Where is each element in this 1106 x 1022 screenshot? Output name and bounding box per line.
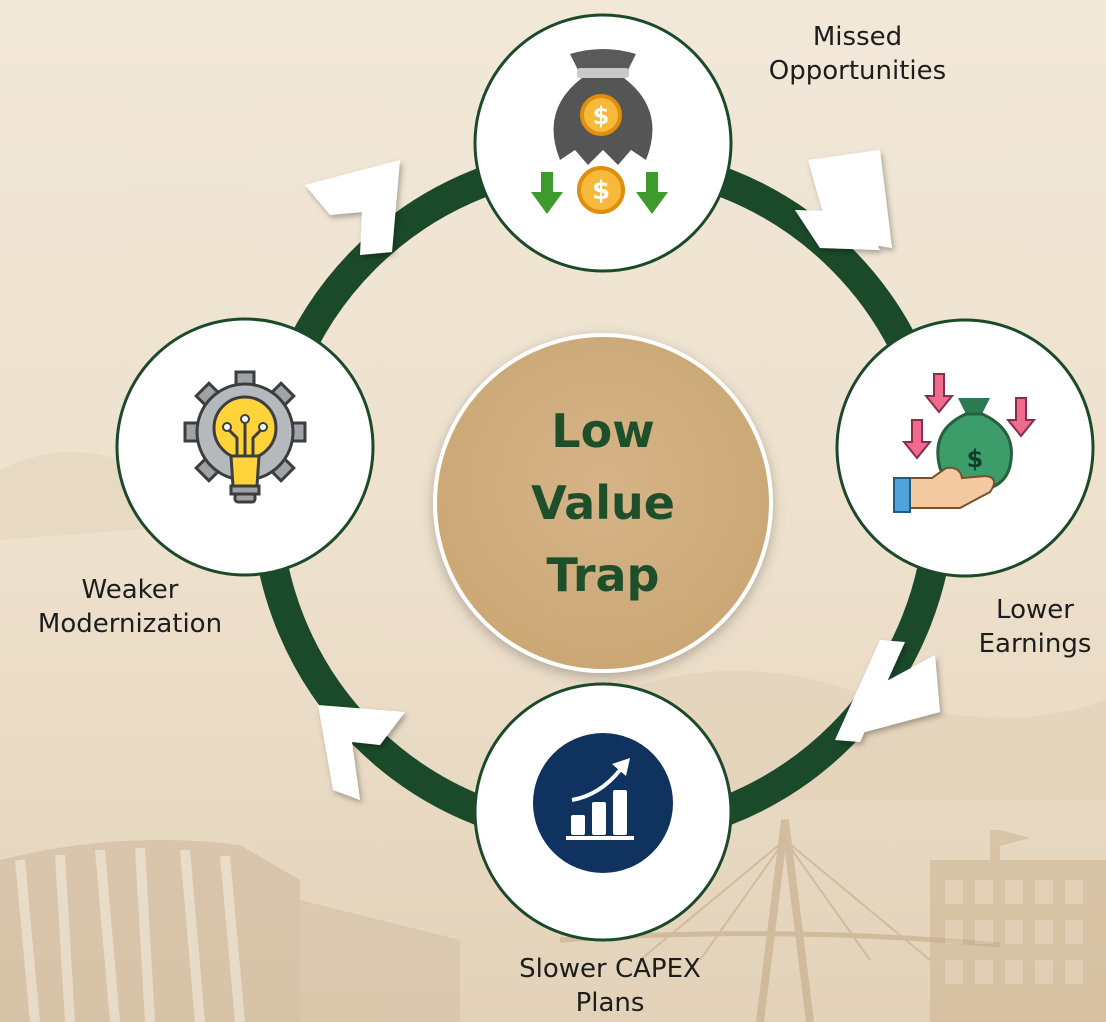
center-title: Low Value Trap — [435, 335, 771, 671]
money-bag-losing-coins-icon: $ $ — [531, 49, 668, 214]
node-label-right-line1: Lower — [996, 595, 1074, 625]
node-label-bottom-line2: Plans — [575, 988, 645, 1018]
cycle-arrow-top-left — [305, 160, 400, 255]
growth-chart-icon — [533, 733, 673, 873]
node-label-left-line1: Weaker — [81, 575, 179, 605]
center-title-line1: Low — [551, 404, 655, 458]
cycle-arrow-bottom-right — [835, 640, 940, 742]
svg-text:$: $ — [967, 445, 984, 473]
cycle-arrow-bottom-left — [318, 705, 405, 800]
node-label-top-line2: Opportunities — [768, 56, 947, 86]
center-circle — [433, 333, 773, 673]
node-label-right: Lower Earnings — [965, 593, 1105, 661]
waterfall-backdrop — [0, 840, 460, 1022]
center-title-line3: Trap — [546, 548, 660, 602]
building-backdrop — [930, 830, 1106, 1022]
svg-text:$: $ — [593, 102, 610, 130]
node-label-top: Missed Opportunities — [745, 20, 970, 88]
node-label-right-line2: Earnings — [978, 629, 1092, 659]
svg-text:$: $ — [592, 176, 610, 206]
node-label-top-line1: Missed — [812, 22, 903, 52]
node-label-bottom: Slower CAPEX Plans — [495, 952, 725, 1020]
cycle-arrow-top-right — [795, 150, 892, 250]
node-label-bottom-line1: Slower CAPEX — [519, 954, 701, 984]
node-label-left: Weaker Modernization — [10, 573, 250, 641]
hand-holding-money-bag-down-arrows-icon: $ — [893, 373, 1037, 513]
center-title-line2: Value — [531, 476, 675, 530]
lightbulb-gear-icon — [183, 370, 307, 504]
node-label-left-line2: Modernization — [37, 609, 223, 639]
